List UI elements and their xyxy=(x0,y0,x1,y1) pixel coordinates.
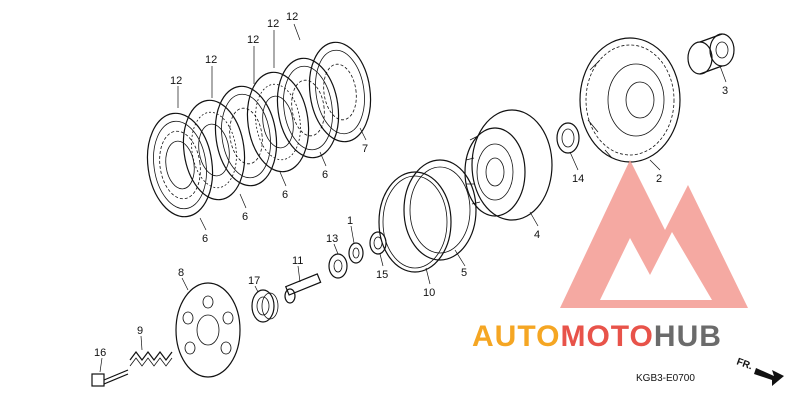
thrust-washer xyxy=(556,122,580,154)
callout-12: 12 xyxy=(247,34,259,46)
callout-1: 1 xyxy=(347,215,353,227)
callout-12: 12 xyxy=(170,75,182,87)
callout-11: 11 xyxy=(292,255,303,267)
callout-17: 17 xyxy=(248,275,260,287)
callout-16: 16 xyxy=(94,347,106,359)
clutch-plate xyxy=(246,71,310,173)
watermark-logo xyxy=(560,160,748,308)
washer xyxy=(369,231,387,255)
callout-labels: 12 12 12 12 12 7 6 6 6 6 3 14 2 4 5 10 1… xyxy=(94,11,728,359)
callout-6: 6 xyxy=(242,211,248,223)
callout-6: 6 xyxy=(322,169,328,181)
direction-label: FR. xyxy=(735,356,754,372)
callout-15: 15 xyxy=(376,269,388,281)
leader-lines xyxy=(99,23,727,373)
friction-disc xyxy=(308,41,372,143)
judder-spring xyxy=(378,171,452,273)
callout-3: 3 xyxy=(722,85,728,97)
collar xyxy=(687,33,735,75)
callout-4: 4 xyxy=(534,229,540,241)
callout-12: 12 xyxy=(286,11,298,23)
callout-6: 6 xyxy=(202,233,208,245)
front-arrow-icon xyxy=(754,368,784,386)
friction-disc xyxy=(214,85,278,187)
watermark-moto: MOTO xyxy=(560,320,653,353)
callout-14: 14 xyxy=(572,173,584,185)
clutch-center xyxy=(464,109,553,221)
lifter-rod xyxy=(284,273,322,304)
clutch-plate xyxy=(182,99,246,201)
watermark-auto: AUTO xyxy=(472,320,560,353)
judder-spring-seat xyxy=(403,159,477,261)
callout-9: 9 xyxy=(137,325,143,337)
callout-2: 2 xyxy=(656,173,662,185)
callout-6: 6 xyxy=(282,189,288,201)
callout-13: 13 xyxy=(326,233,338,245)
callout-5: 5 xyxy=(461,267,467,279)
bearing xyxy=(328,253,348,279)
friction-disc xyxy=(276,57,340,159)
callout-8: 8 xyxy=(178,267,184,279)
diagram-code: KGB3-E0700 xyxy=(636,373,695,384)
washer xyxy=(348,242,364,264)
pressure-plate xyxy=(175,282,241,378)
bolt xyxy=(91,369,129,387)
watermark-hub: HUB xyxy=(654,320,722,353)
friction-disc xyxy=(146,112,214,218)
callout-12: 12 xyxy=(267,18,279,30)
watermark-text: AUTOMOTOHUB xyxy=(472,320,722,353)
callout-7: 7 xyxy=(362,143,368,155)
clutch-plate-stack xyxy=(146,41,372,218)
watermark-triangle-icon xyxy=(560,160,748,308)
callout-12: 12 xyxy=(205,54,217,66)
callout-10: 10 xyxy=(423,287,435,299)
clutch-spring xyxy=(129,351,173,367)
release-bearing xyxy=(251,289,279,323)
clutch-outer-housing xyxy=(579,37,681,163)
